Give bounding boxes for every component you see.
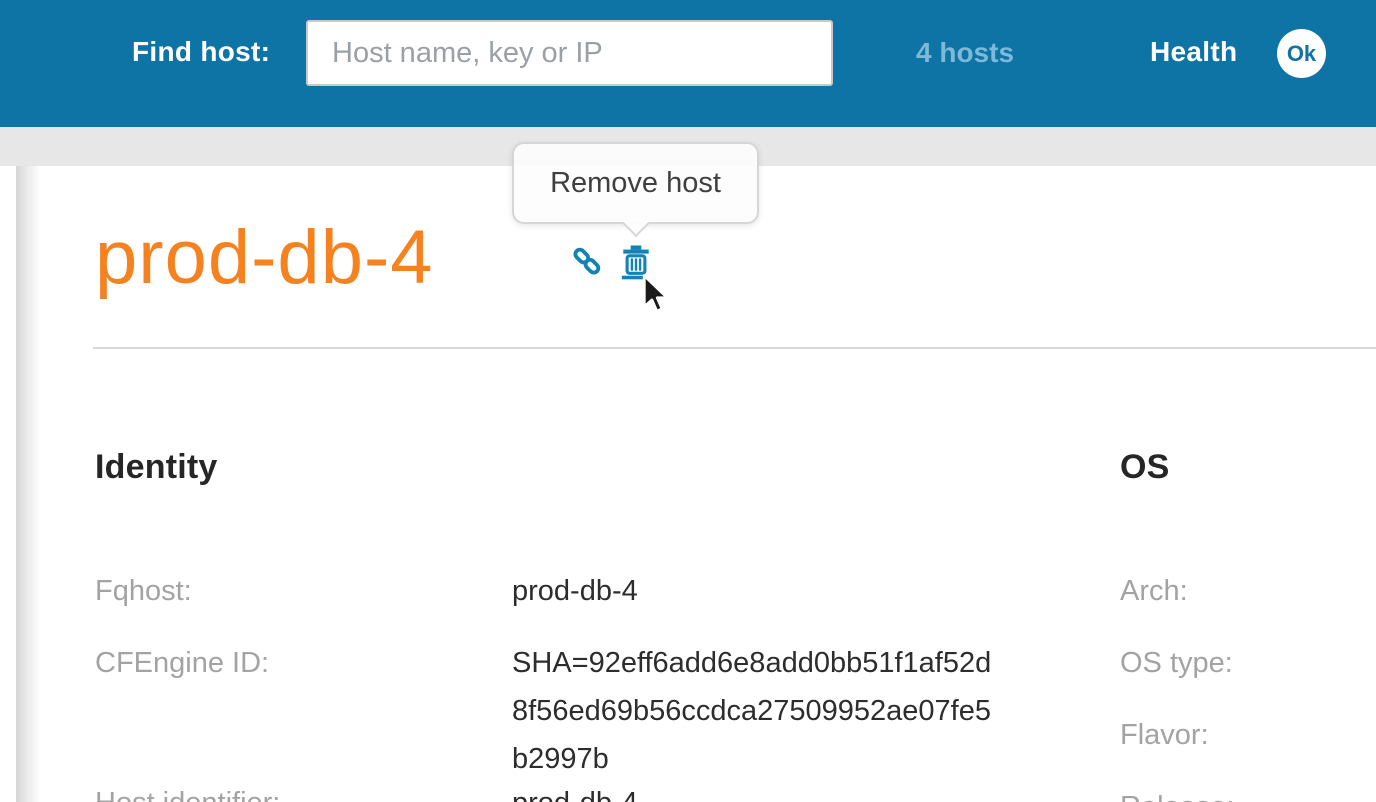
- os-row-os-type: OS type:: [1120, 639, 1376, 687]
- page-title: prod-db-4: [95, 215, 434, 300]
- os-row-release: Release:: [1120, 783, 1376, 802]
- row-label: Release:: [1120, 783, 1376, 802]
- row-label: Flavor:: [1120, 719, 1209, 751]
- identity-row-host-identifier: Host identifier: prod-db-4: [95, 779, 1000, 802]
- link-icon: [570, 247, 604, 281]
- host-search-input[interactable]: [306, 20, 833, 86]
- identity-row-cfengine-id: CFEngine ID: SHA=92eff6add6e8add0bb51f1a…: [95, 639, 1000, 783]
- row-value: prod-db-4: [512, 575, 638, 607]
- content-panel-shadow: [16, 166, 40, 802]
- ok-status-badge[interactable]: Ok: [1277, 29, 1326, 78]
- os-section: OS Arch: OS type: Flavor: Release:: [1120, 448, 1376, 802]
- remove-host-button[interactable]: [620, 245, 652, 281]
- top-bar: Find host: 4 hosts Health Ok: [0, 0, 1376, 127]
- identity-section: Identity Fqhost: prod-db-4 CFEngine ID: …: [95, 448, 1085, 802]
- row-value: SHA=92eff6add6e8add0bb51f1af52d8f56ed69b…: [512, 647, 992, 775]
- identity-heading: Identity: [95, 448, 218, 486]
- row-label: OS type:: [1120, 647, 1233, 679]
- os-heading: OS: [1120, 448, 1170, 486]
- row-label: Host identifier:: [95, 779, 512, 802]
- trash-icon: [620, 245, 652, 284]
- row-label: CFEngine ID:: [95, 647, 270, 679]
- title-divider: [93, 347, 1376, 349]
- tooltip-text: Remove host: [550, 166, 721, 199]
- os-row-flavor: Flavor:: [1120, 711, 1376, 759]
- hosts-count-link[interactable]: 4 hosts: [916, 37, 1015, 68]
- host-link-button[interactable]: [570, 244, 604, 278]
- row-label: Arch:: [1120, 575, 1188, 607]
- row-value: prod-db-4: [512, 779, 1000, 802]
- os-row-arch: Arch:: [1120, 567, 1376, 615]
- find-host-label: Find host:: [132, 36, 271, 67]
- tooltip-arrow: [621, 208, 650, 238]
- remove-host-tooltip: Remove host: [512, 142, 759, 238]
- health-label: Health: [1150, 36, 1238, 67]
- identity-row-fqhost: Fqhost: prod-db-4: [95, 567, 1000, 615]
- row-label: Fqhost:: [95, 575, 192, 607]
